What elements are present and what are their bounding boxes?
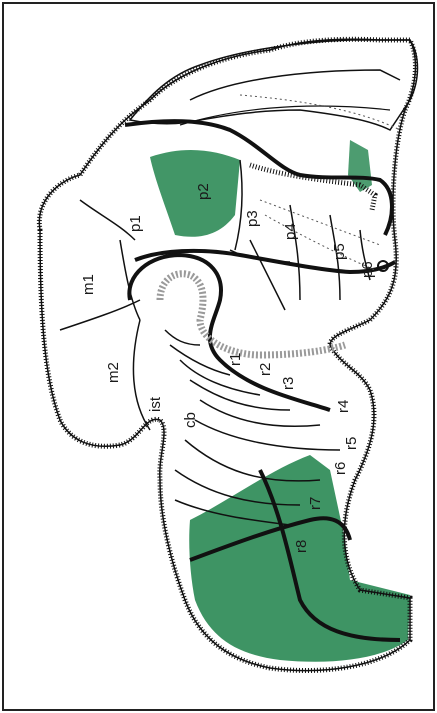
label-r4: r4 <box>335 400 352 413</box>
label-r1: r1 <box>227 353 244 366</box>
label-cb: cb <box>182 412 199 428</box>
cap-inner-line <box>190 70 400 100</box>
label-r6: r6 <box>332 462 349 475</box>
highlight-region-caudal <box>189 455 410 662</box>
guide-lines <box>240 95 400 270</box>
inner-ribbon <box>160 274 345 355</box>
label-r7: r7 <box>307 497 324 510</box>
label-p2: p2 <box>195 183 212 200</box>
label-p5: p5 <box>331 243 348 260</box>
cap-inner-line-2 <box>180 106 390 125</box>
label-ist: ist <box>147 396 164 412</box>
label-p4: p4 <box>282 223 299 240</box>
label-p6: p6 <box>359 261 376 278</box>
label-r3: r3 <box>280 377 297 390</box>
upper-cap <box>130 40 418 130</box>
label-r2: r2 <box>257 363 274 376</box>
label-p1: p1 <box>127 215 144 232</box>
label-m2: m2 <box>105 362 122 383</box>
label-m1: m1 <box>80 274 97 295</box>
label-r8: r8 <box>293 540 310 553</box>
label-r5: r5 <box>343 437 360 450</box>
label-p3: p3 <box>244 210 261 227</box>
